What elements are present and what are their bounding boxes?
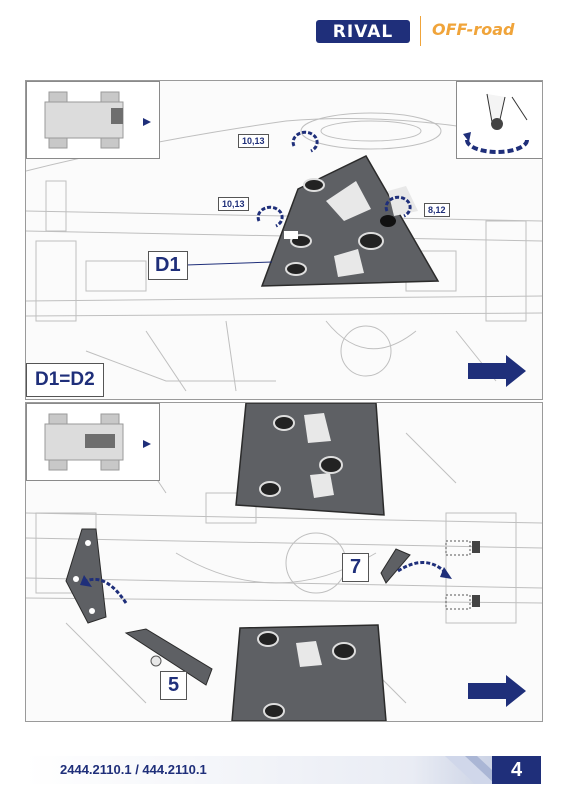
vehicle-location-inset-bottom [26, 403, 160, 481]
footer-bar [25, 756, 541, 784]
label-d1: D1 [148, 251, 188, 280]
mount-bracket-left [65, 528, 107, 624]
direction-arrow-bottom [468, 675, 526, 707]
direction-arrow [468, 355, 526, 387]
vehicle-top-view-icon [44, 91, 151, 149]
label-part-7: 7 [342, 553, 370, 582]
skid-plate-front [260, 155, 440, 287]
step-panel-top: 10,13 10,13 8,12 D1 D1=D2 [25, 80, 543, 400]
vehicle-top-view-icon [44, 413, 151, 471]
vehicle-location-inset [26, 81, 160, 159]
torque-callout-c: 8,12 [424, 203, 450, 217]
torque-callout-b: 10,13 [218, 197, 249, 211]
logo-separator [420, 16, 421, 46]
offroad-logo: OFF-road [432, 20, 515, 39]
part-7-bracket [380, 548, 411, 584]
chassis-drawing-top [26, 112, 542, 392]
page-number: 4 [492, 756, 541, 784]
torque-callout-a: 10,13 [238, 134, 269, 148]
tool-inset [456, 81, 542, 159]
label-d1-equals-d2: D1=D2 [26, 363, 104, 397]
skid-plate-lower [231, 624, 387, 721]
step-panel-bottom: 7 5 [25, 402, 543, 722]
header: RIVAL OFF-road [0, 0, 566, 70]
hand-tightening-icon [463, 93, 529, 154]
part-number: 2444.2110.1 / 444.2110.1 [60, 762, 207, 777]
rival-logo-text: RIVAL [332, 21, 394, 42]
part-5-bracket [124, 628, 213, 686]
label-part-5: 5 [160, 671, 188, 700]
rival-logo: RIVAL [316, 20, 410, 43]
skid-plate-upper [235, 403, 385, 516]
chassis-drawing-bottom [26, 403, 542, 721]
